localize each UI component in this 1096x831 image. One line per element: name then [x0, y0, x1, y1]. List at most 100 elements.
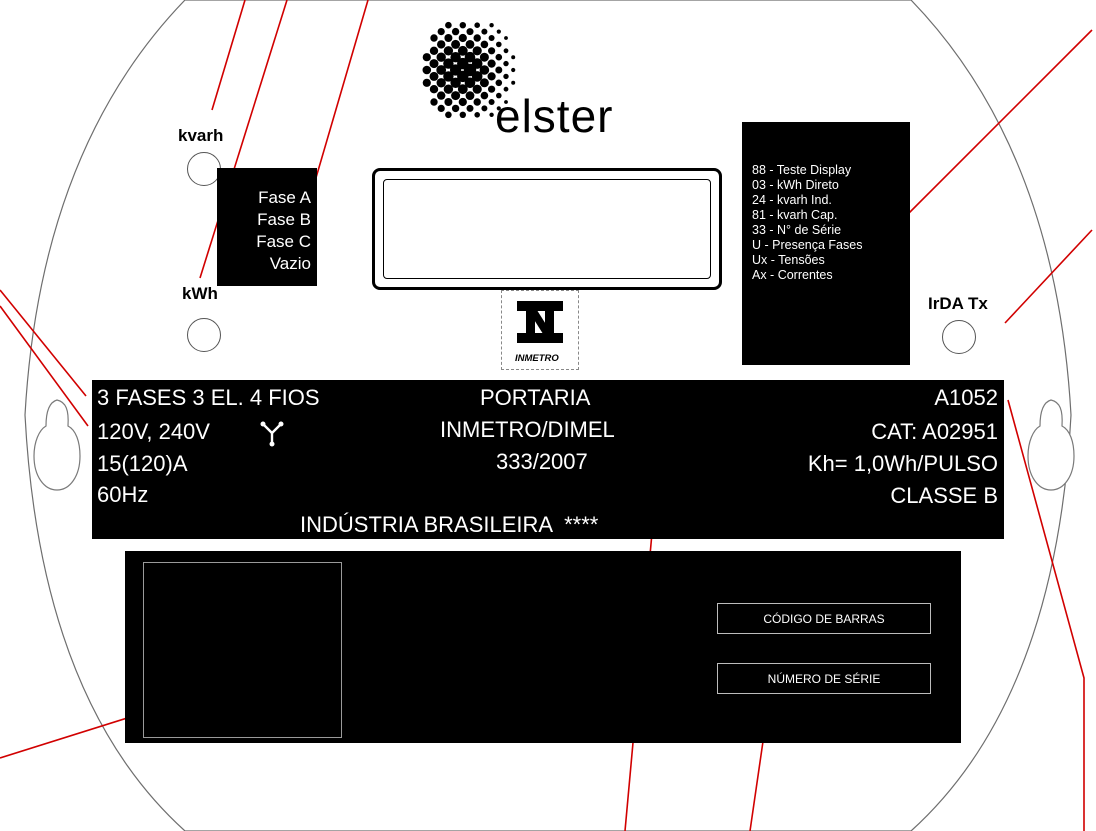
logo-dot	[474, 22, 480, 28]
logo-dot	[495, 79, 503, 87]
logo-dot	[465, 91, 475, 100]
kvarh-label: kvarh	[178, 126, 224, 145]
phase-b-label: Fase B	[257, 210, 311, 229]
display-codes-panel: 88 - Teste Display 03 - kWh Direto 24 - …	[742, 122, 910, 365]
logo-dot	[489, 112, 494, 118]
logo-dot	[451, 104, 460, 113]
logo-dot	[488, 35, 495, 41]
display-code-item: Ax - Correntes	[752, 268, 833, 282]
lcd-display-window	[372, 168, 722, 290]
inmetro-seal: INMETRO	[501, 290, 579, 370]
logo-dot	[473, 98, 481, 106]
kvarh-led	[187, 152, 221, 186]
logo-dot	[458, 97, 467, 107]
logo-dot	[511, 80, 516, 85]
logo-dot	[503, 60, 509, 67]
irda-led	[942, 320, 976, 354]
display-code-item: U - Presença Fases	[752, 238, 863, 252]
spec-wiring: 3 FASES 3 EL. 4 FIOS	[97, 385, 320, 410]
logo-dot	[464, 51, 476, 63]
logo-dot	[437, 91, 446, 100]
logo-dot	[445, 111, 452, 119]
logo-dot	[488, 85, 496, 93]
logo-dot	[487, 72, 496, 81]
blank-label-area	[143, 562, 342, 738]
logo-dot	[495, 53, 503, 61]
phase-a-label: Fase A	[258, 188, 311, 207]
logo-dot	[473, 34, 481, 42]
logo-dot	[437, 40, 446, 49]
logo-dot	[496, 92, 502, 99]
display-code-item: 88 - Teste Display	[752, 163, 852, 177]
logo-dot	[496, 29, 501, 34]
logo-dot	[443, 71, 454, 82]
logo-dot	[488, 99, 495, 105]
logo-dot	[503, 73, 509, 80]
inmetro-seal-text: INMETRO	[515, 353, 559, 364]
logo-dot	[479, 78, 489, 88]
wye-connection-icon	[260, 421, 284, 447]
logo-dot	[464, 77, 476, 89]
elster-logo-mark	[422, 21, 516, 119]
logo-dot	[443, 46, 454, 56]
logo-dot	[495, 66, 503, 74]
display-code-item: 81 - kvarh Cap.	[752, 208, 838, 222]
spec-portaria-number: 333/2007	[496, 449, 588, 474]
logo-dot	[443, 58, 454, 69]
logo-dot	[472, 84, 482, 94]
logo-dot	[436, 78, 446, 88]
logo-dot	[466, 104, 474, 112]
spec-origin-footer: INDÚSTRIA BRASILEIRA ****	[300, 512, 599, 537]
logo-dot	[458, 33, 467, 43]
kwh-led	[187, 318, 221, 352]
brand-wordmark: elster	[495, 90, 614, 142]
display-code-item: 33 - N° de Série	[752, 223, 842, 237]
logo-dot	[504, 36, 508, 40]
spec-model: A1052	[934, 385, 998, 410]
logo-dot	[496, 41, 502, 48]
logo-dot	[511, 55, 516, 60]
logo-dot	[474, 112, 480, 118]
mounting-slot-right	[1027, 399, 1075, 491]
logo-dot	[430, 34, 438, 42]
leader-line-kvarh	[211, 0, 246, 111]
logo-dot	[450, 52, 461, 63]
logo-dot	[422, 78, 431, 87]
logo-dot	[465, 40, 475, 49]
logo-dot	[480, 40, 489, 49]
barcode-field: CÓDIGO DE BARRAS	[717, 603, 931, 634]
spec-plate: 3 FASES 3 EL. 4 FIOS 120V, 240V 15(120)A…	[92, 380, 1004, 539]
spec-current: 15(120)A	[97, 451, 188, 476]
logo-dot	[436, 65, 447, 75]
serial-number-field: NÚMERO DE SÉRIE	[717, 663, 931, 694]
kwh-label: kWh	[182, 284, 218, 303]
display-code-item: 24 - kvarh Ind.	[752, 193, 832, 207]
phase-indicator-box: Fase A Fase B Fase C Vazio	[217, 168, 317, 286]
logo-dot	[444, 34, 453, 42]
display-code-item: 03 - kWh Direto	[752, 178, 839, 192]
logo-dot	[437, 104, 445, 112]
display-code-item: Ux - Tensões	[752, 253, 825, 267]
logo-dot	[422, 65, 432, 75]
logo-dot	[480, 91, 489, 100]
phase-empty-label: Vazio	[269, 254, 311, 273]
logo-dot	[457, 70, 469, 83]
leader-line-fase	[312, 0, 369, 189]
leader-line-irda	[1004, 229, 1093, 324]
barcode-panel	[125, 551, 961, 743]
irda-label: IrDA Tx	[928, 294, 988, 313]
logo-dot	[457, 84, 468, 95]
logo-dot	[488, 47, 496, 55]
spec-catalog: CAT: A02951	[871, 419, 998, 444]
logo-dot	[504, 100, 508, 104]
logo-dot	[471, 71, 483, 82]
logo-dot	[481, 28, 488, 35]
logo-dot	[487, 59, 496, 68]
logo-dot	[481, 105, 488, 112]
spec-frequency: 60Hz	[97, 482, 149, 507]
leader-line-model	[1007, 399, 1085, 831]
logo-dot	[429, 71, 439, 81]
leader-line-kwh	[199, 0, 288, 279]
logo-dot	[503, 86, 509, 92]
leader-line-menu	[889, 29, 1093, 233]
